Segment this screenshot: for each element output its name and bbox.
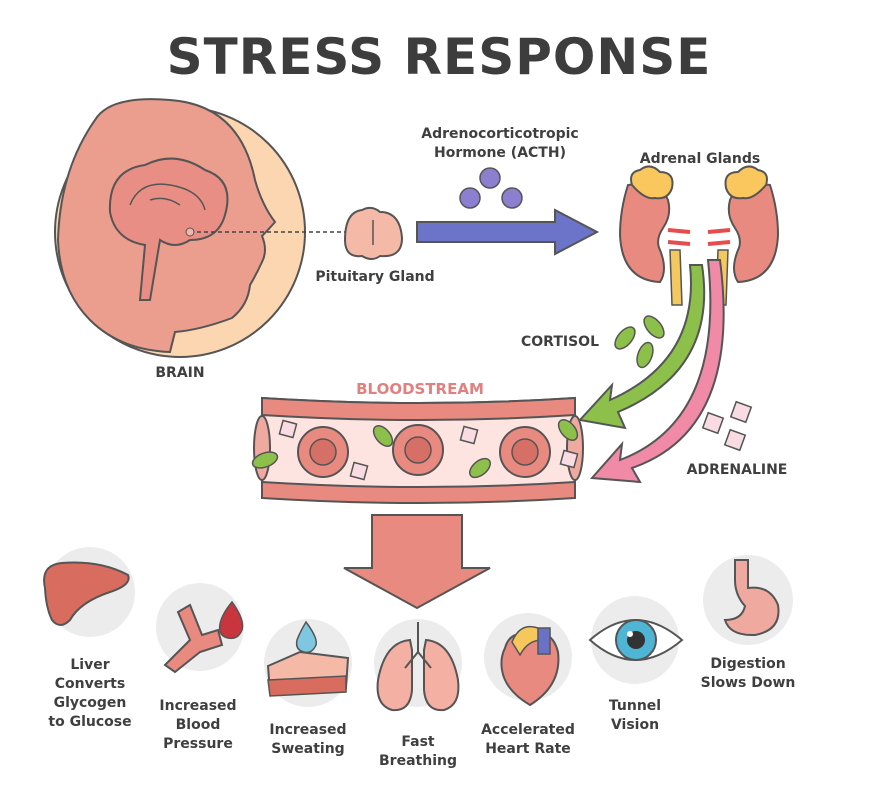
adrenaline-arrow (589, 259, 725, 484)
pituitary-gland-label: Pituitary Gland (315, 269, 435, 285)
adrenaline-label: ADRENALINE (686, 462, 788, 478)
effect-line: Fast (401, 734, 435, 750)
effect-line: Pressure (163, 736, 233, 752)
effect-line: Blood (175, 717, 221, 733)
cortisol-arrow (578, 264, 706, 430)
effect-line: Tunnel (608, 698, 662, 714)
effect-line: Vision (610, 717, 660, 733)
effect-line: Converts (54, 676, 126, 692)
effect-line: Breathing (379, 753, 457, 769)
eye-icon (588, 619, 684, 661)
adrenaline-molecules-icon (701, 400, 753, 452)
cortisol-molecules-icon (614, 315, 665, 369)
acth-label-line2: Hormone (ACTH) (434, 145, 566, 161)
effect-breathing-label: Fast Breathing (368, 733, 468, 771)
effect-liver-label: Liver Converts Glycogen to Glucose (40, 656, 140, 732)
stomach-icon (723, 559, 780, 637)
brain-label: BRAIN (155, 365, 205, 381)
blood-vessel-icon (251, 396, 584, 504)
adrenal-glands-label: Adrenal Glands (639, 151, 761, 167)
effect-tunnel-vision-label: Tunnel Vision (585, 697, 685, 735)
liver-icon (43, 561, 130, 626)
cortisol-label: CORTISOL (521, 334, 599, 350)
effect-line: Increased (269, 722, 347, 738)
blood-vessel-drop-icon (163, 600, 244, 674)
acth-label-line1: Adrenocorticotropic (421, 126, 579, 142)
heart-icon (500, 625, 560, 707)
lungs-icon (376, 622, 460, 712)
effect-digestion-label: Digestion Slows Down (692, 655, 804, 693)
acth-molecules-icon (459, 167, 523, 209)
effect-line: Digestion (710, 656, 786, 672)
pituitary-gland-icon (343, 206, 404, 260)
effect-sweating-label: Increased Sweating (256, 721, 360, 759)
effect-line: Heart Rate (485, 741, 571, 757)
brain-head-icon (54, 98, 345, 358)
acth-arrow (416, 208, 600, 256)
down-arrow (343, 514, 491, 610)
effect-line: Accelerated (481, 722, 575, 738)
effect-line: Sweating (271, 741, 345, 757)
effect-heart-rate-label: Accelerated Heart Rate (472, 721, 584, 759)
effect-line: Increased (159, 698, 237, 714)
diagram-title: STRESS RESPONSE (166, 28, 712, 86)
adrenal-glands-icon (618, 165, 780, 306)
effect-line: to Glucose (48, 714, 132, 730)
effect-blood-pressure-label: Increased Blood Pressure (148, 697, 248, 754)
effect-line: Slows Down (700, 675, 796, 691)
effect-line: Glycogen (53, 695, 127, 711)
bloodstream-label: BLOODSTREAM (356, 380, 484, 398)
effect-line: Liver (70, 657, 110, 673)
acth-label: Adrenocorticotropic Hormone (ACTH) (415, 125, 585, 163)
skin-sweat-icon (266, 620, 350, 697)
